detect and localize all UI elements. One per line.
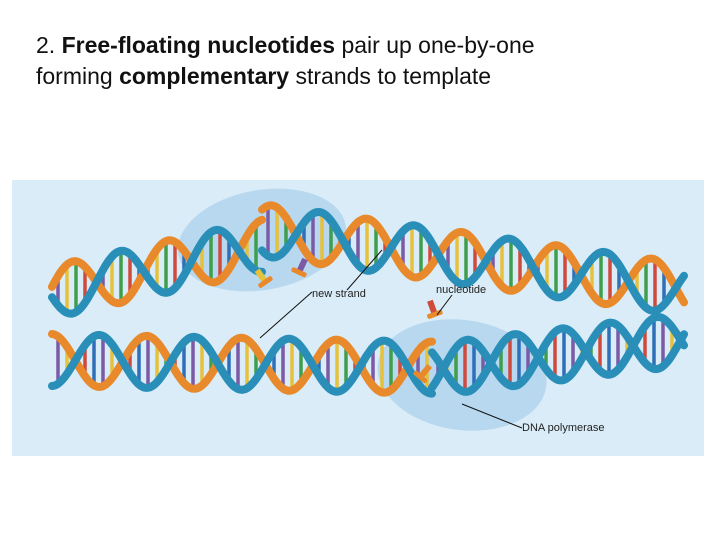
free-nucleotides bbox=[254, 257, 443, 384]
upper-right-strand-b bbox=[258, 201, 688, 309]
label-dna-polymerase: DNA polymerase bbox=[522, 422, 605, 434]
title-line-1: 2. Free-floating nucleotides pair up one… bbox=[36, 30, 696, 61]
lower-right-strand-b bbox=[428, 318, 688, 396]
slide-title: 2. Free-floating nucleotides pair up one… bbox=[36, 30, 696, 92]
dna-replication-figure: new strand nucleotide DNA polymerase bbox=[12, 180, 704, 456]
free-nucleotide bbox=[254, 268, 273, 288]
title-start-2: forming bbox=[36, 63, 113, 89]
free-nucleotide bbox=[291, 257, 308, 278]
upper-left-strand-a bbox=[48, 225, 266, 318]
title-line-2: forming complementary strands to templat… bbox=[36, 61, 696, 92]
new-strand-pointer-upper bbox=[346, 249, 383, 291]
upper-right-strand-a bbox=[258, 207, 688, 315]
free-nucleotide bbox=[413, 363, 433, 384]
upper-left-strand-b bbox=[48, 215, 266, 308]
title-rest-1: pair up one-by-one bbox=[341, 32, 535, 58]
label-new-strand: new strand bbox=[312, 288, 366, 300]
title-rest-2: strands to template bbox=[295, 63, 492, 89]
upper-helix bbox=[48, 201, 688, 318]
title-bold-phrase-1: Free-floating nucleotides bbox=[61, 32, 336, 58]
dna-replication-illustration: new strand nucleotide DNA polymerase bbox=[12, 180, 704, 456]
label-nucleotide: nucleotide bbox=[436, 284, 486, 296]
title-bold-phrase-2: complementary bbox=[119, 63, 290, 89]
lower-left-strand-a bbox=[48, 331, 436, 398]
title-number: 2. bbox=[36, 32, 56, 58]
nucleotide-pointer bbox=[436, 294, 453, 316]
new-strand-pointer-lower bbox=[259, 291, 313, 339]
polymerase-pointer bbox=[461, 403, 523, 429]
lower-left-strand-b bbox=[48, 330, 436, 397]
lower-right-strand-a bbox=[428, 312, 688, 392]
